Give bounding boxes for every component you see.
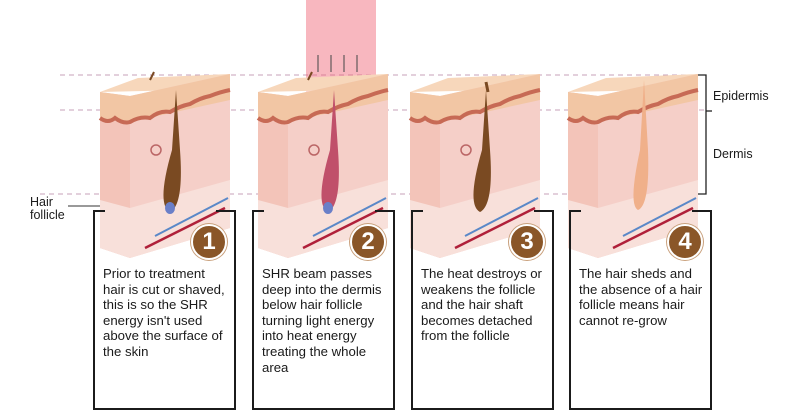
epidermis-ridge <box>256 88 389 125</box>
laser-beam <box>306 0 376 80</box>
skin-top-face <box>568 74 698 92</box>
step-1-text: Prior to treatment hair is cut or shaved… <box>103 266 225 359</box>
fat-layer <box>568 180 698 258</box>
blood-vessel <box>154 197 229 237</box>
step-4-box: 4 The hair sheds and the absence of a ha… <box>569 210 712 410</box>
label-line: Hair <box>30 195 53 209</box>
skin-block-2 <box>256 0 389 258</box>
blood-vessel <box>622 197 697 237</box>
blood-vessel <box>464 197 539 237</box>
epidermis-ridge <box>566 88 699 125</box>
hair-follicle <box>321 90 339 212</box>
blood-vessel <box>144 206 226 250</box>
fat-layer <box>100 180 230 258</box>
blood-vessel <box>302 206 384 250</box>
epidermis-layer <box>410 74 540 122</box>
step-2-text: SHR beam passes deep into the dermis bel… <box>262 266 382 375</box>
epidermis-ridge <box>408 88 541 125</box>
cut-hair <box>307 71 313 81</box>
sebaceous-gland <box>308 144 320 156</box>
step-1-badge: 1 <box>191 224 227 260</box>
epidermis-label: Epidermis <box>713 89 769 103</box>
sebaceous-gland <box>150 144 162 156</box>
blood-vessel <box>454 206 536 250</box>
skin-top-face <box>410 74 540 92</box>
step-1-box: 1 Prior to treatment hair is cut or shav… <box>93 210 236 410</box>
skin-block-4 <box>566 74 699 258</box>
step-4-badge: 4 <box>667 224 703 260</box>
hair-follicle-label: Hair follicle <box>30 196 65 222</box>
layer-bracket <box>698 74 712 195</box>
follicle-bulb <box>165 202 175 214</box>
skin-block-1 <box>98 71 231 258</box>
label-line: follicle <box>30 208 65 222</box>
skin-top-face <box>100 74 230 92</box>
follicle-bulb <box>323 202 333 214</box>
hair-shaft <box>484 81 490 93</box>
hair-follicle <box>163 90 181 212</box>
empty-follicle <box>633 80 649 210</box>
step-3-text: The heat destroys or weakens the follicl… <box>421 266 542 344</box>
epidermis-layer <box>568 74 698 122</box>
fat-layer <box>258 180 388 258</box>
epidermis-layer <box>100 74 230 122</box>
step-2-badge: 2 <box>350 224 386 260</box>
dermis-label: Dermis <box>713 147 753 161</box>
skin-top-face <box>258 74 388 92</box>
fat-layer <box>410 180 540 258</box>
hair-follicle <box>473 90 491 212</box>
epidermis-ridge <box>98 88 231 125</box>
blood-vessel <box>312 197 387 237</box>
step-3-badge: 3 <box>509 224 545 260</box>
cut-hair <box>149 71 155 81</box>
blood-vessel <box>612 206 694 250</box>
sebaceous-gland <box>460 144 472 156</box>
skin-block-3 <box>408 74 541 258</box>
step-2-box: 2 SHR beam passes deep into the dermis b… <box>252 210 395 410</box>
step-3-box: 3 The heat destroys or weakens the folli… <box>411 210 554 410</box>
step-4-text: The hair sheds and the absence of a hair… <box>579 266 703 328</box>
epidermis-layer <box>258 74 388 122</box>
